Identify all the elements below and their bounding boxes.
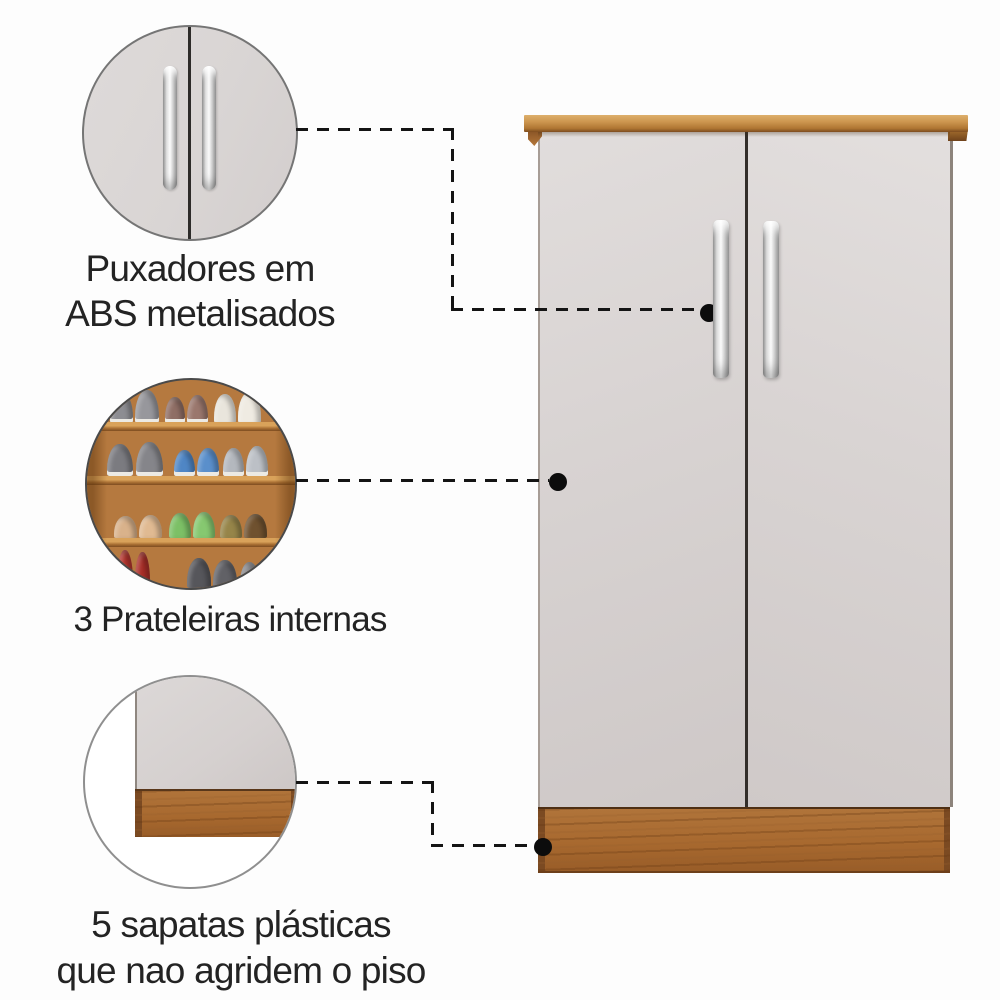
- cabinet-base-plinth: [538, 807, 950, 873]
- shoe: [165, 397, 185, 423]
- shelf-board: [87, 422, 295, 431]
- cabinet-top-board-right-end: [948, 129, 968, 141]
- connector-handles-v: [451, 128, 454, 311]
- caption-shelves: 3 Prateleiras internas: [18, 599, 442, 641]
- shoe: [213, 560, 237, 588]
- shoe: [240, 562, 259, 588]
- shoe: [107, 444, 133, 476]
- cabinet-top-board: [524, 115, 968, 132]
- connector-shelves-h: [296, 479, 549, 482]
- shoe: [114, 516, 137, 538]
- callout-circle-shelves: [85, 378, 297, 590]
- caption-feet-line1: 5 sapatas plásticas: [91, 904, 391, 945]
- cabinet-doors: [538, 131, 953, 807]
- caption-shelves-line1: 3 Prateleiras internas: [73, 600, 387, 639]
- callout-circle-base: [83, 675, 297, 889]
- door-gap-line: [745, 131, 748, 807]
- connector-feet-v: [431, 781, 434, 846]
- left-door: [538, 131, 747, 807]
- shoe: [135, 390, 159, 423]
- shoe: [197, 448, 219, 476]
- shoe: [220, 515, 242, 538]
- shoe: [174, 450, 195, 476]
- right-door-handle: [202, 66, 216, 190]
- connector-feet-h2: [431, 844, 532, 847]
- shoe: [214, 394, 236, 423]
- caption-feet: 5 sapatas plásticas que nao agridem o pi…: [10, 902, 472, 994]
- shoe: [238, 392, 261, 423]
- shoe: [223, 448, 244, 476]
- shoe: [139, 515, 162, 538]
- shelf-board: [87, 538, 295, 547]
- shoe: [244, 514, 267, 538]
- cabinet: [538, 131, 953, 873]
- shoe: [187, 558, 211, 588]
- right-door-handle: [763, 221, 779, 378]
- shoe: [117, 550, 133, 588]
- shoe: [187, 395, 208, 423]
- shoes-preview: [87, 380, 295, 588]
- shoe: [246, 446, 268, 476]
- right-door: [748, 131, 953, 807]
- left-door-handle: [163, 66, 177, 190]
- caption-handles: Puxadores em ABS metalisados: [30, 246, 370, 336]
- caption-handles-line1: Puxadores em: [85, 248, 316, 289]
- shoe: [135, 552, 150, 588]
- connector-feet-dot: [534, 838, 552, 856]
- caption-handles-line2: ABS metalisados: [65, 293, 336, 334]
- base-corner: [135, 789, 295, 837]
- shoe: [193, 512, 215, 538]
- door-corner: [135, 677, 295, 789]
- connector-handles-h2: [451, 308, 699, 311]
- shelf-board: [87, 476, 295, 485]
- callout-circle-handles: [82, 25, 298, 241]
- shoe: [169, 513, 191, 538]
- shoe: [136, 442, 163, 476]
- left-door-handle: [713, 220, 729, 378]
- connector-feet-h1: [296, 781, 433, 784]
- connector-handles-h1: [296, 128, 453, 131]
- connector-shelves-dot: [549, 473, 567, 491]
- shoe: [110, 392, 133, 423]
- door-gap-line: [188, 27, 191, 239]
- caption-feet-line2: que nao agridem o piso: [56, 950, 426, 991]
